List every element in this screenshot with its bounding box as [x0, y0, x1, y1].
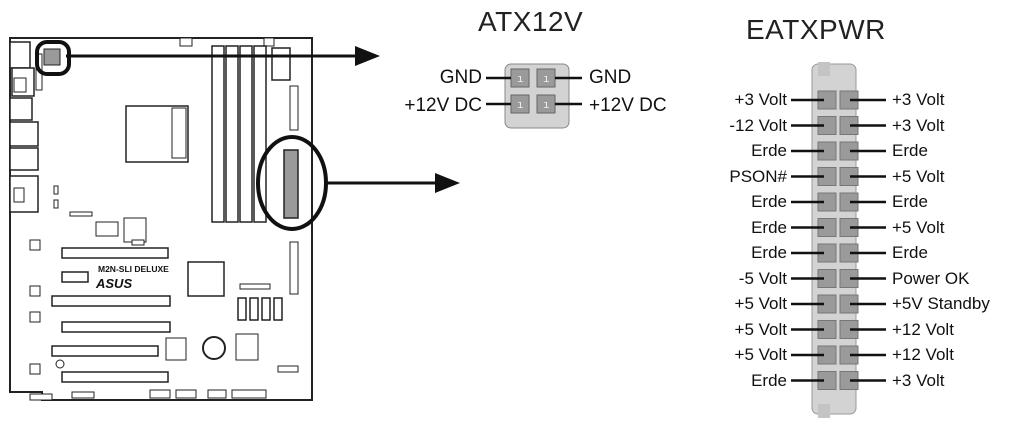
small-chip	[53, 199, 59, 209]
expansion-slot	[51, 345, 159, 357]
expansion-slot	[29, 311, 41, 323]
sata-port	[273, 297, 283, 321]
atx12v-arrow-head	[355, 46, 380, 66]
expansion-slot	[29, 363, 41, 375]
pin-row	[69, 211, 93, 217]
atx12v-pin-mark: ı	[543, 74, 550, 86]
bottom-header	[231, 389, 267, 399]
dimm-slot	[239, 45, 253, 223]
eatxpwr-right-pin-label: +5 Volt	[892, 166, 945, 186]
eatxpwr-left-pin-label: +3 Volt	[734, 90, 787, 109]
small-chip	[131, 239, 145, 246]
eatxpwr-arrow-head	[435, 173, 460, 193]
expansion-slot	[29, 239, 41, 251]
io-port	[13, 77, 27, 93]
expansion-slot	[29, 285, 41, 297]
eatxpwr-right-pin-label: +3 Volt	[892, 90, 945, 109]
eatxpwr-latch-bottom	[818, 404, 830, 418]
bottom-header	[175, 389, 197, 399]
bottom-header	[149, 389, 171, 399]
eatxpwr-right-pin-label: Erde	[892, 243, 928, 262]
dimm-slot	[225, 45, 239, 223]
eatxpwr-right-pin-label: Power OK	[892, 268, 970, 288]
board-brand-label: ASUS	[95, 276, 132, 291]
expansion-slot	[61, 247, 169, 259]
atx12v-connector-on-board	[43, 48, 61, 66]
eatxpwr-latch-top	[818, 62, 830, 76]
atx12v-pin-mark: ı	[543, 100, 550, 112]
eatxpwr-title: EATXPWR	[746, 14, 886, 45]
board-model-label: M2N-SLI DELUXE	[98, 264, 169, 274]
atx12v-left-label-2: +12V DC	[404, 95, 482, 116]
small-ring	[55, 359, 65, 369]
eatxpwr-right-pin-label: +12 Volt	[892, 345, 954, 364]
io-port	[9, 97, 33, 121]
chipset	[187, 261, 225, 297]
io-port	[9, 121, 39, 147]
battery	[202, 336, 226, 360]
eatxpwr-left-pin-label: +5 Volt	[734, 345, 787, 364]
bottom-header	[71, 391, 95, 399]
eatxpwr-left-pin-label: -12 Volt	[729, 115, 787, 135]
expansion-slot	[61, 321, 171, 333]
eatxpwr-left-pin-label: Erde	[751, 141, 787, 160]
atx12v-pin-mark: ı	[517, 74, 524, 86]
small-chip	[53, 185, 59, 195]
eatxpwr-left-pin-label: Erde	[751, 370, 787, 390]
expansion-slot	[61, 371, 169, 383]
ide-connector	[289, 241, 299, 295]
eatxpwr-left-pin-label: -5 Volt	[738, 268, 787, 288]
io-port	[13, 187, 25, 203]
atx12v-left-label-1: GND	[439, 67, 482, 88]
board-component	[95, 221, 119, 237]
eatxpwr-left-pin-label: PSON#	[729, 166, 787, 186]
sata-port	[237, 297, 247, 321]
sata-connector	[239, 283, 271, 290]
eatxpwr-left-pin-label: Erde	[751, 217, 787, 237]
dimm-slot	[211, 45, 225, 223]
cpu-socket	[125, 105, 189, 163]
atx12v-title: ATX12V	[478, 6, 584, 37]
eatxpwr-connector-on-board	[283, 149, 299, 219]
eatxpwr-right-pin-label: +5 Volt	[892, 217, 945, 237]
atx12v-right-label-2: +12V DC	[589, 95, 667, 116]
eatxpwr-right-pin-label: +3 Volt	[892, 370, 945, 390]
small-component	[263, 37, 275, 47]
board-component	[289, 85, 299, 131]
atx12v-pin-mark: ı	[517, 100, 524, 112]
eatxpwr-right-pin-label: +5V Standby	[892, 294, 990, 313]
sata-port	[261, 297, 271, 321]
sata-port	[249, 297, 259, 321]
expansion-slot	[51, 295, 171, 307]
bottom-header	[207, 389, 227, 399]
small-chip	[277, 365, 299, 373]
eatxpwr-right-pin-label: +12 Volt	[892, 319, 954, 339]
eatxpwr-left-pin-label: +5 Volt	[734, 294, 787, 313]
expansion-slot	[61, 271, 89, 283]
eatxpwr-left-pin-label: +5 Volt	[734, 319, 787, 339]
board-component	[165, 337, 187, 361]
eatxpwr-right-pin-label: +3 Volt	[892, 115, 945, 135]
bottom-header	[29, 393, 53, 401]
cpu-socket-inner	[171, 107, 187, 159]
small-component	[179, 37, 193, 47]
atx12v-location-highlight	[35, 40, 71, 76]
eatxpwr-left-pin-label: Erde	[751, 192, 787, 211]
io-port	[9, 147, 39, 171]
atx12v-right-label-1: GND	[589, 67, 632, 88]
eatxpwr-right-pin-label: Erde	[892, 141, 928, 160]
eatxpwr-left-pin-label: Erde	[751, 243, 787, 262]
board-component	[235, 333, 259, 361]
eatxpwr-right-pin-label: Erde	[892, 192, 928, 211]
